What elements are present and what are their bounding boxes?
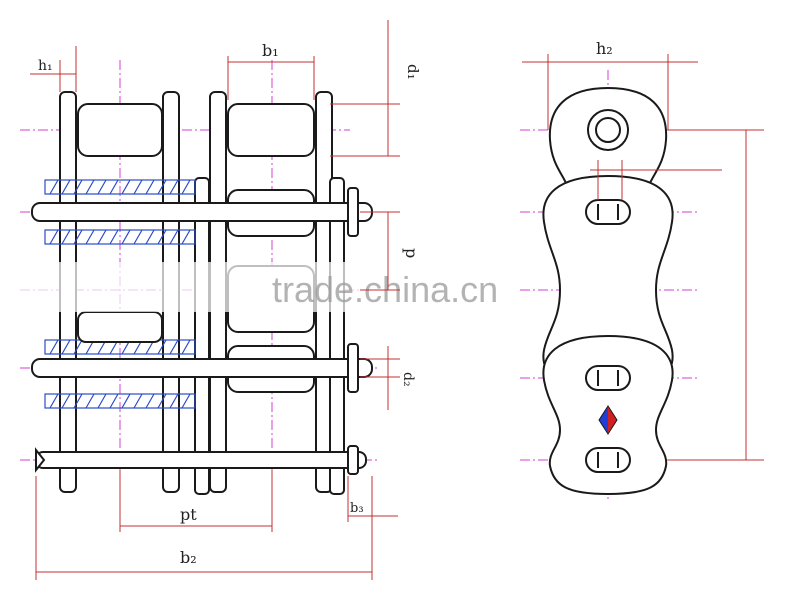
slot-holes bbox=[585, 199, 631, 473]
rollers bbox=[77, 103, 315, 393]
label-d1: d₁ bbox=[404, 64, 422, 80]
label-h2: h₂ bbox=[596, 39, 613, 58]
dimension-lines-left bbox=[30, 20, 400, 580]
label-d2: d₂ bbox=[400, 372, 416, 387]
label-h1: h₁ bbox=[38, 58, 53, 74]
pin-heads bbox=[35, 187, 359, 475]
label-pt: pt bbox=[180, 505, 197, 524]
plate-view: h₂ bbox=[520, 39, 764, 500]
label-p: p bbox=[402, 248, 421, 258]
side-view: trade.china.cn bbox=[20, 20, 780, 580]
label-b3: b₃ bbox=[350, 501, 364, 516]
label-b1: b₁ bbox=[262, 41, 279, 60]
diamond-marker-icon bbox=[598, 405, 618, 435]
pins bbox=[31, 202, 373, 469]
label-b2: b₂ bbox=[180, 548, 197, 567]
